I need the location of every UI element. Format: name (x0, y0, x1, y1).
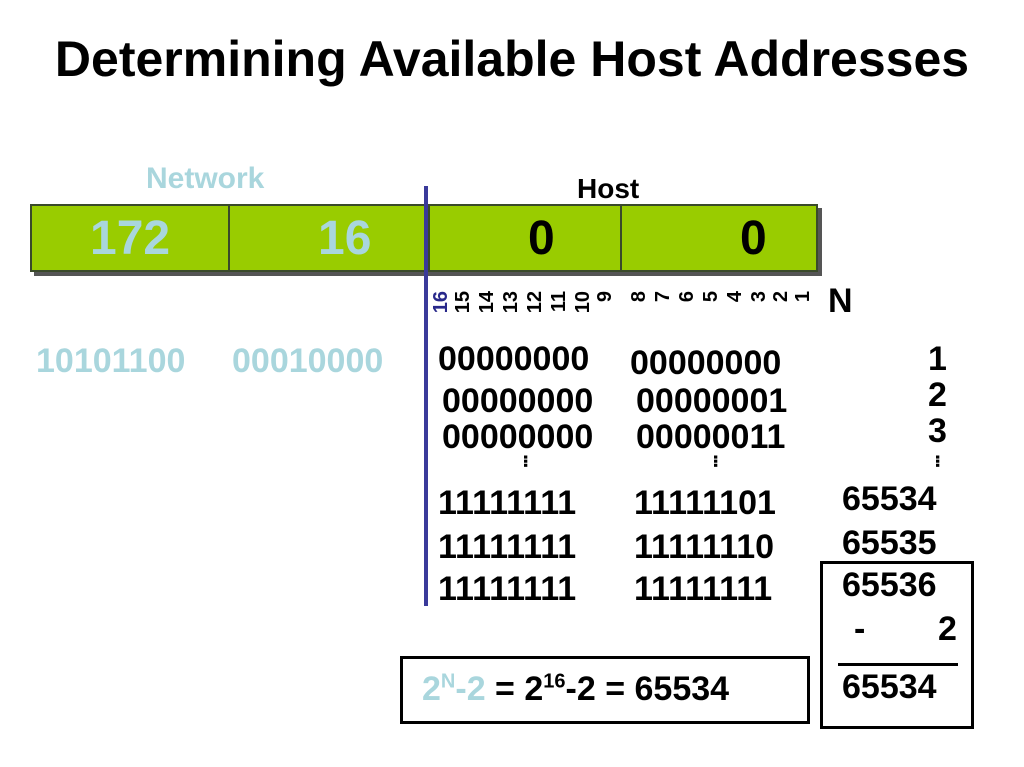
subtraction-rule (838, 663, 958, 666)
bit-position: 11 (548, 291, 570, 313)
bit-position: 9 (594, 291, 616, 303)
formula-base: 2 (422, 670, 441, 708)
page-title: Determining Available Host Addresses (54, 31, 970, 87)
ellipsis: ... (709, 454, 734, 467)
subtraction-value: 2 (938, 610, 957, 648)
formula-minus: -2 (455, 670, 486, 708)
host-count: 65535 (842, 524, 937, 562)
host-count: 65534 (842, 480, 937, 518)
host-formula: 2N-2 = 216-2 = 65534 (422, 670, 729, 709)
octet-value-3: 0 (528, 212, 555, 265)
ellipsis: ... (931, 454, 956, 467)
host-row-b: 11111101 (634, 484, 776, 522)
host-row-a: 00000000 (442, 382, 594, 420)
bit-position: 4 (724, 291, 746, 303)
host-row-a: 00000000 (438, 340, 590, 378)
formula-tail: -2 = 65534 (565, 670, 730, 708)
subtraction-result: 65534 (842, 668, 937, 706)
host-row-a: 11111111 (438, 528, 577, 566)
octet-value-4: 0 (740, 212, 767, 265)
subtraction-total: 65536 (842, 566, 937, 604)
network-bits-octet2: 00010000 (232, 342, 384, 380)
ellipsis: ... (519, 454, 544, 467)
formula-eq: = 2 (485, 670, 544, 708)
bit-position: 2 (770, 291, 792, 303)
bit-position: 14 (476, 291, 498, 314)
octet-box-2 (228, 204, 430, 272)
bit-position: 8 (628, 291, 650, 303)
bit-position: 13 (500, 291, 522, 314)
bit-position: 7 (652, 291, 674, 303)
network-bits-octet1: 10101100 (36, 342, 186, 380)
network-label: Network (146, 162, 265, 195)
formula-exp-n: N (440, 670, 456, 693)
network-host-divider (424, 186, 428, 606)
n-label: N (828, 282, 853, 320)
bit-position: 6 (676, 291, 698, 303)
formula-box (400, 656, 810, 724)
bit-position: 5 (700, 291, 722, 303)
octet-box-4 (620, 204, 818, 272)
bit-position: 16 (430, 291, 452, 314)
host-row-a: 00000000 (442, 418, 594, 456)
octet-value-1: 172 (90, 212, 171, 265)
host-row-b: 11111111 (634, 570, 773, 608)
bit-position: 12 (524, 291, 546, 314)
host-count: 3 (928, 412, 947, 450)
formula-exp-16: 16 (543, 670, 566, 693)
host-row-b: 00000000 (630, 344, 782, 382)
octet-value-2: 16 (318, 212, 372, 265)
bit-position: 3 (748, 291, 770, 303)
host-count: 1 (928, 340, 947, 378)
bit-position: 15 (452, 291, 474, 314)
bit-position: 1 (792, 291, 814, 303)
host-row-a: 11111111 (438, 570, 577, 608)
bit-position: 10 (572, 291, 594, 314)
subtraction-minus: - (854, 610, 866, 648)
octet-box-3 (428, 204, 622, 272)
host-count: 2 (928, 376, 947, 414)
octet-box-1 (30, 204, 230, 272)
host-row-b: 11111110 (634, 528, 775, 566)
host-label: Host (577, 173, 640, 204)
subtraction-box (820, 561, 974, 729)
host-row-b: 00000011 (636, 418, 786, 456)
host-row-b: 00000001 (636, 382, 788, 420)
host-row-a: 11111111 (438, 484, 577, 522)
